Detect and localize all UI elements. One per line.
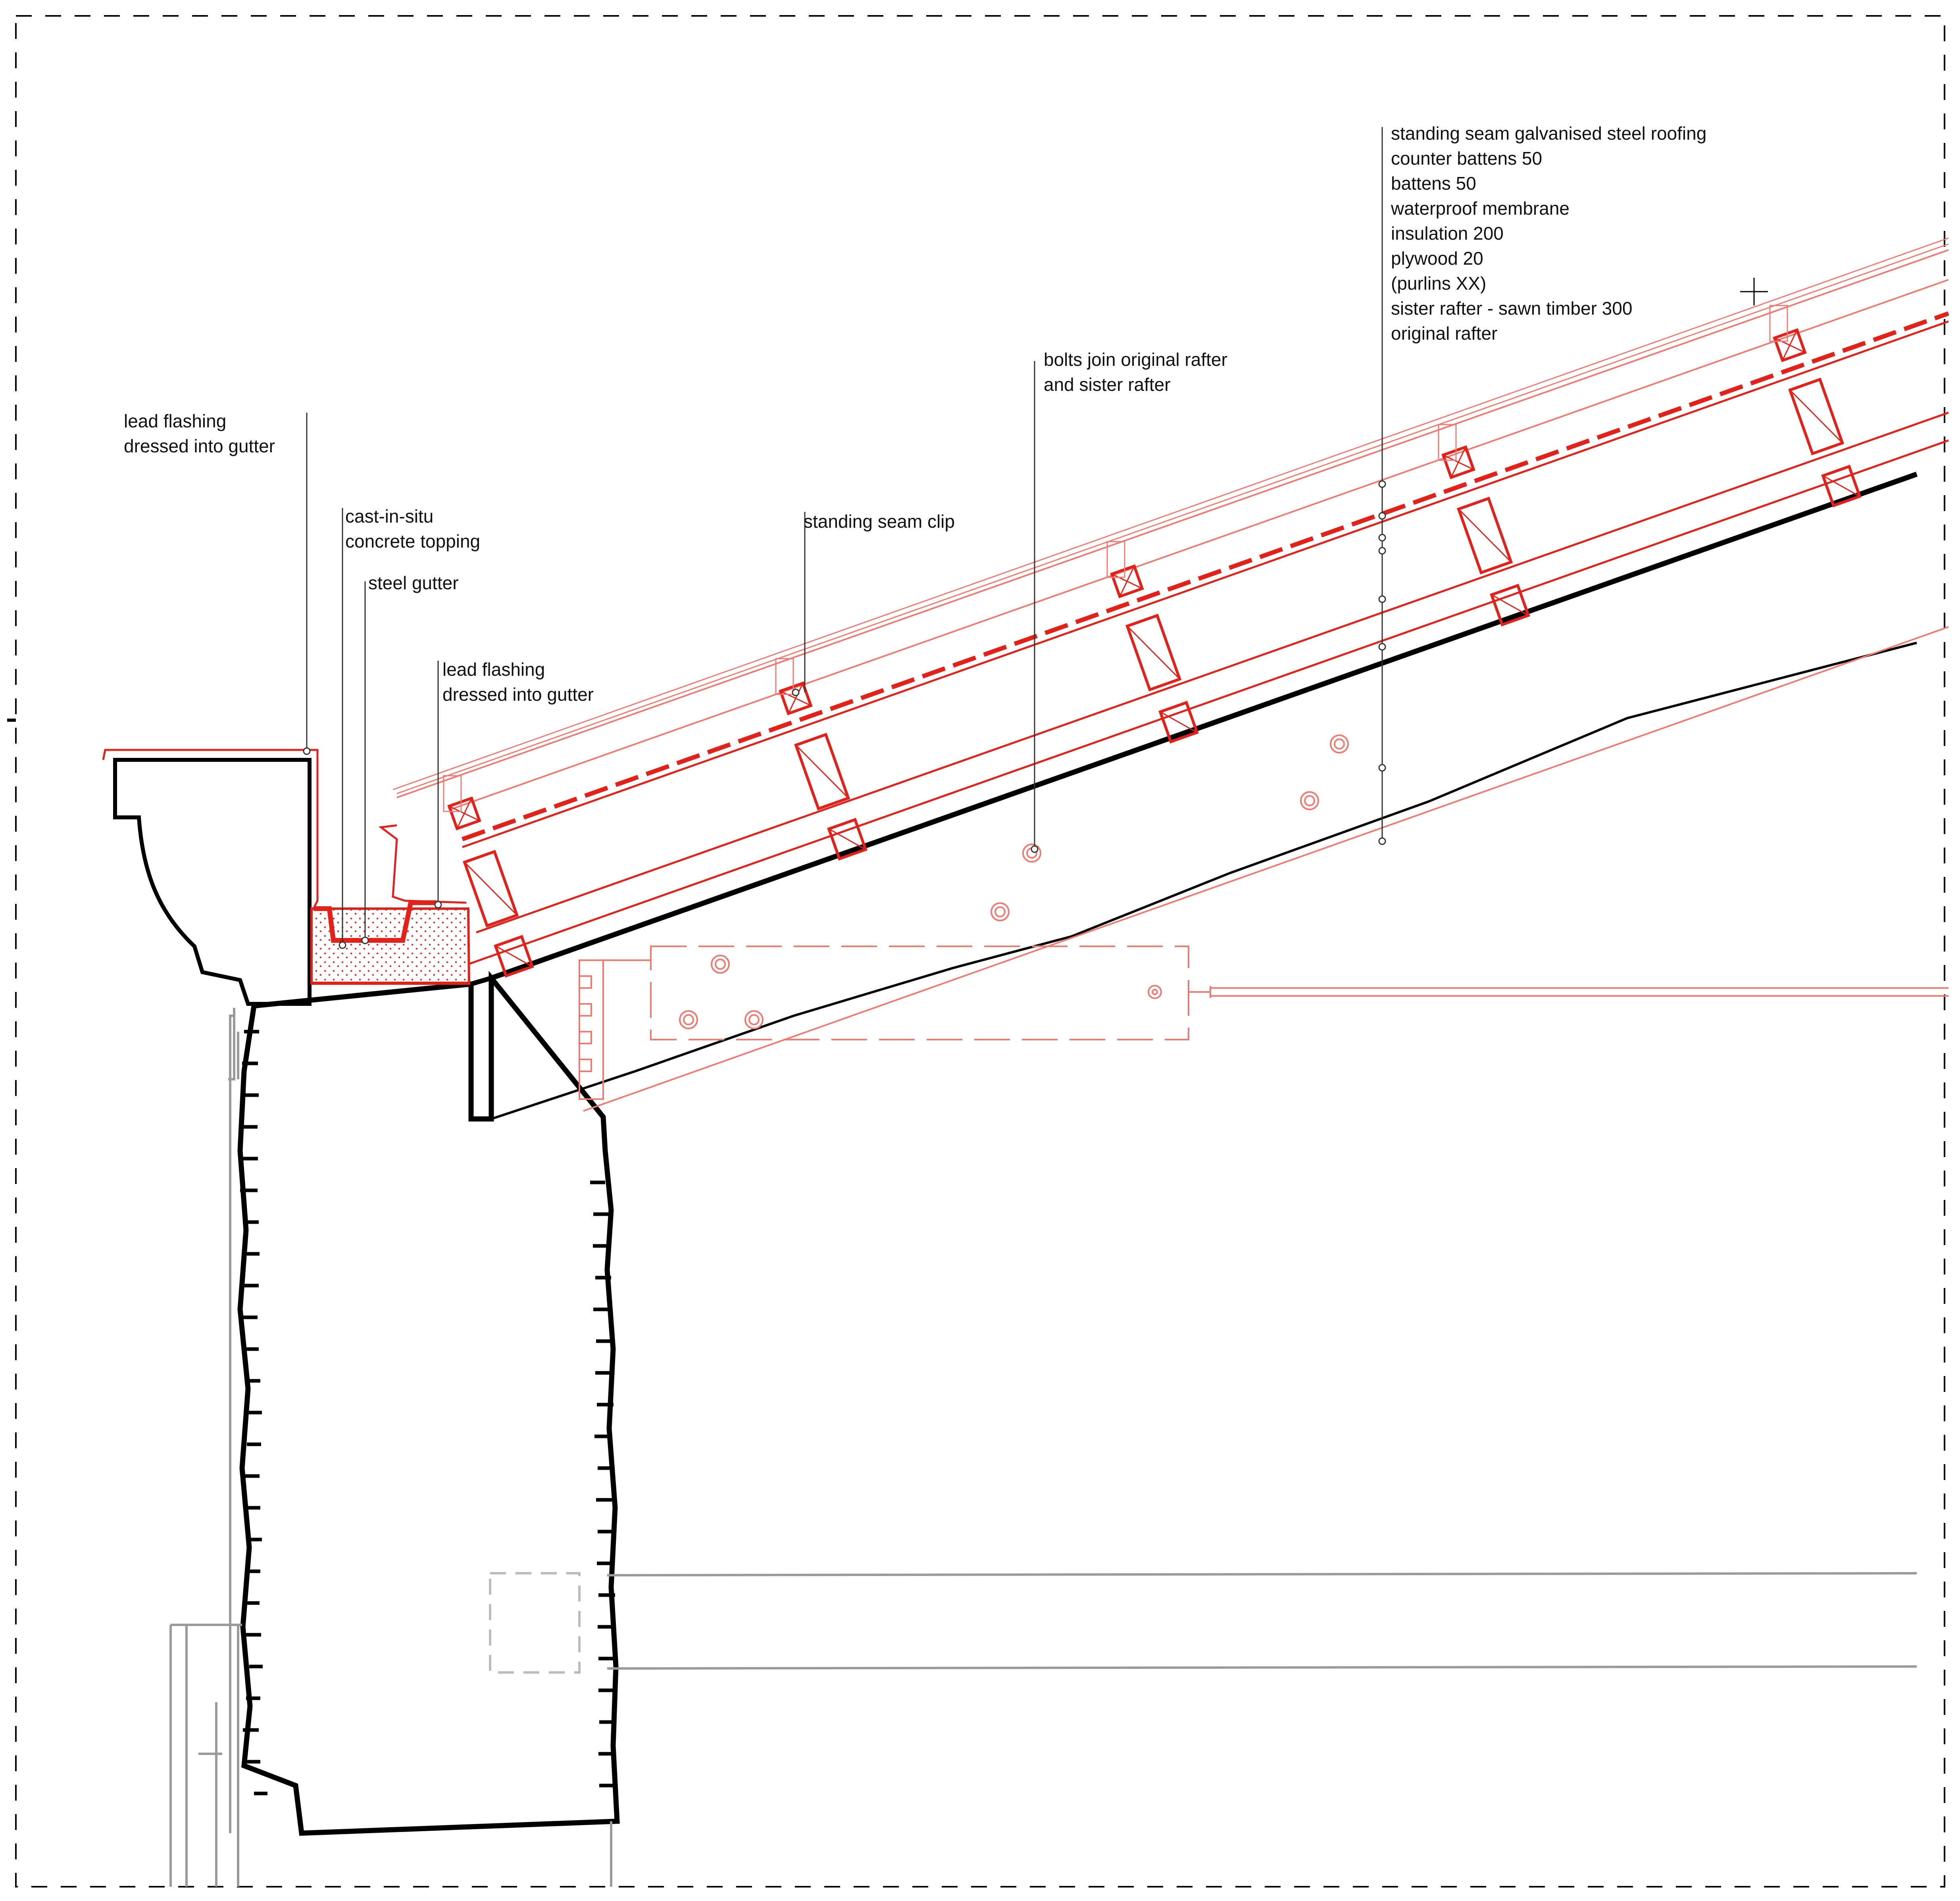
note-flashing-lower-line2: dressed into gutter	[442, 684, 594, 705]
note-flashing-upper-line1: lead flashing	[124, 411, 226, 431]
note-insulation: insulation 200	[1391, 223, 1504, 244]
note-plywood: plywood 20	[1391, 248, 1483, 269]
roofing-seam-line	[396, 243, 1949, 794]
note-sister-rafter: sister rafter - sawn timber 300	[1391, 298, 1632, 319]
sister-rafter-top-line	[490, 471, 1918, 981]
purlins	[463, 377, 1845, 928]
topping-note: cast-in-situ concrete topping	[345, 506, 480, 552]
cornice-stone	[113, 758, 312, 1006]
lead-flashing-upper	[102, 749, 319, 909]
roof-buildup-note: standing seam galvanised steel roofing c…	[1391, 123, 1706, 344]
note-membrane: waterproof membrane	[1391, 198, 1570, 219]
drawing-frame	[15, 15, 1945, 1888]
insulation-top	[462, 320, 1949, 848]
flashing-lower-note: lead flashing dressed into gutter	[442, 659, 594, 705]
note-bolts-line1: bolts join original rafter	[1044, 349, 1227, 370]
reference-crosshair	[1740, 278, 1768, 306]
masonry-wall	[237, 971, 620, 1836]
brick-courses	[240, 1030, 617, 1795]
sister-rafter-bottom	[583, 626, 1949, 1112]
note-original-rafter: original rafter	[1391, 323, 1497, 344]
plywood-line	[468, 439, 1949, 965]
existing-grey-lines	[169, 1008, 1917, 1887]
insulation-bottom	[476, 411, 1949, 934]
lead-flashing-lower	[378, 824, 467, 904]
tie-beam-connector	[579, 946, 1948, 1100]
note-steel-gutter: steel gutter	[368, 573, 459, 593]
note-topping-line2: concrete topping	[345, 531, 480, 552]
flashing-upper-note: lead flashing dressed into gutter	[124, 411, 275, 456]
counter-batten-line	[396, 249, 1949, 798]
note-topping-line1: cast-in-situ	[345, 506, 433, 527]
roofing-line	[392, 237, 1949, 790]
lower-battens	[494, 465, 1862, 978]
note-counter-battens: counter battens 50	[1391, 148, 1542, 169]
waterproof-membrane	[462, 311, 1949, 842]
standing-seam-clips	[443, 305, 1788, 812]
note-flashing-lower-line1: lead flashing	[442, 659, 545, 680]
note-roofing: standing seam galvanised steel roofing	[1391, 123, 1706, 144]
bolts	[679, 734, 1349, 1029]
note-battens: battens 50	[1391, 173, 1476, 194]
note-flashing-upper-line2: dressed into gutter	[124, 436, 275, 456]
leader-lines	[303, 127, 1386, 949]
sister-rafter-end	[470, 976, 492, 986]
original-rafter-bottom	[491, 642, 1917, 1120]
note-bolts-line2: and sister rafter	[1044, 374, 1171, 395]
roof-battens	[447, 328, 1807, 830]
bolts-note: bolts join original rafter and sister ra…	[1044, 349, 1227, 395]
concrete-topping	[310, 907, 471, 984]
note-standing-seam-clip: standing seam clip	[804, 511, 955, 532]
batten-line	[450, 279, 1949, 810]
note-purlins: (purlins XX)	[1391, 273, 1486, 294]
